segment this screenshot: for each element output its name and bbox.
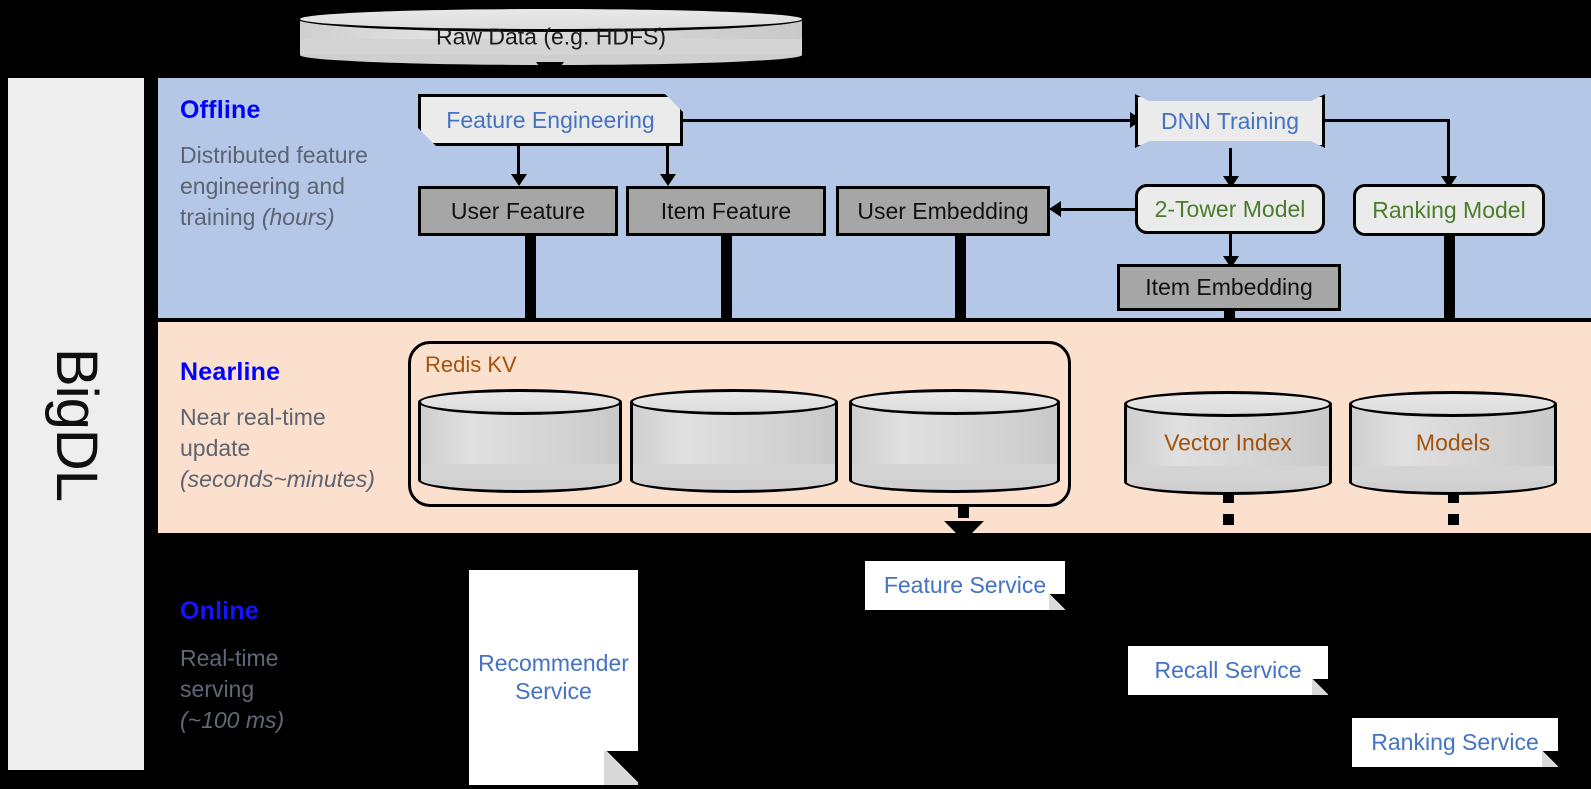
vector-index-label: Vector Index: [1164, 429, 1292, 456]
node-2-tower-model-label: 2-Tower Model: [1154, 195, 1306, 222]
node-item-embedding-label: Item Embedding: [1145, 274, 1313, 301]
node-user-feature-label: User Feature: [450, 197, 586, 224]
offline-desc-em: (hours): [261, 204, 335, 230]
nearline-desc-line2: update: [180, 435, 251, 461]
service-recall-label: Recall Service: [1154, 656, 1302, 683]
cylinder-seam: [421, 464, 619, 480]
nearline-desc-line1: Near real-time: [180, 404, 326, 430]
node-ranking-model[interactable]: Ranking Model: [1353, 184, 1545, 236]
dash-redis-featureservice-arrow: [944, 521, 984, 541]
service-feature-label: Feature Service: [883, 571, 1047, 598]
nearline-desc-em: (seconds~minutes): [180, 466, 375, 492]
pipe-userfeature-store: [525, 236, 536, 398]
online-description: Real-time serving (~100 ms): [180, 643, 410, 736]
cylinder-seam: [1127, 466, 1329, 482]
node-dnn-training[interactable]: DNN Training: [1135, 94, 1325, 148]
node-item-feature[interactable]: Item Feature: [626, 186, 826, 236]
online-desc-line1: Real-time: [180, 645, 279, 671]
nearline-title: Nearline: [180, 358, 281, 386]
redis-kv-container: [408, 341, 1071, 507]
service-recommender-label: Recommender Service: [478, 649, 629, 704]
online-title: Online: [180, 597, 259, 625]
offline-desc-line1: Distributed feature: [180, 142, 368, 168]
cylinder-seam: [300, 39, 802, 55]
cylinder-top: [418, 389, 622, 415]
edge-dnn-2tower: [1229, 148, 1232, 180]
node-user-feature[interactable]: User Feature: [418, 186, 618, 236]
dash-vectorindex-recall-1: [1223, 492, 1234, 503]
offline-desc-line2: engineering and: [180, 173, 345, 199]
page-fold-icon: [1049, 594, 1065, 610]
edge-fe-userfeature: [517, 146, 520, 178]
cylinder-seam: [852, 464, 1057, 480]
bigdl-label: BigDL: [8, 78, 144, 770]
cylinder-top: [1349, 391, 1557, 417]
node-item-embedding[interactable]: Item Embedding: [1117, 264, 1341, 311]
cylinder-seam: [1352, 466, 1554, 482]
models-label: Models: [1415, 429, 1491, 456]
raw-data-cylinder: Raw Data (e.g. HDFS): [297, 6, 805, 68]
edge-2tower-userembedding: [1060, 208, 1136, 211]
edge-dnn-ranking-v: [1447, 119, 1450, 181]
online-desc-line2: serving: [180, 676, 255, 702]
cylinder-top: [630, 389, 838, 415]
edge-rawdata-fe-arrow: [536, 62, 564, 80]
pipe-rankingmodel-models: [1444, 236, 1455, 398]
page-fold-icon: [1542, 751, 1558, 767]
page-fold-icon: [604, 751, 638, 785]
offline-title: Offline: [180, 96, 261, 124]
dash-redis-featureservice-1: [958, 507, 969, 518]
node-user-embedding-label: User Embedding: [857, 197, 1029, 224]
store-item-feature-cylinder[interactable]: [630, 389, 838, 493]
edge-dnn-ranking-h: [1325, 119, 1450, 122]
node-feature-engineering[interactable]: Feature Engineering: [418, 94, 683, 146]
edge-2tower-itemembedding: [1229, 234, 1232, 260]
node-2-tower-model[interactable]: 2-Tower Model: [1135, 184, 1325, 234]
cylinder-top: [297, 6, 805, 32]
page-fold-icon: [1312, 679, 1328, 695]
store-user-feature-cylinder[interactable]: [418, 389, 622, 493]
service-recommender[interactable]: Recommender Service: [469, 570, 638, 785]
edge-2tower-userembedding-arrow: [1049, 201, 1061, 217]
offline-desc-line3: training: [180, 204, 262, 230]
node-ranking-model-label: Ranking Model: [1372, 196, 1526, 223]
edge-fe-userfeature-arrow: [511, 174, 527, 186]
service-ranking-label: Ranking Service: [1371, 728, 1539, 755]
cylinder-top: [1124, 391, 1332, 417]
node-dnn-training-label: DNN Training: [1160, 107, 1300, 134]
edge-fe-itemfeature: [666, 146, 669, 178]
node-user-embedding[interactable]: User Embedding: [836, 186, 1050, 236]
edge-fe-itemfeature-arrow: [660, 174, 676, 186]
node-item-feature-label: Item Feature: [660, 197, 792, 224]
online-desc-em: (~100 ms): [180, 707, 285, 733]
dash-models-ranking-2: [1448, 514, 1459, 525]
dash-vectorindex-recall-2: [1223, 514, 1234, 525]
pipe-userembedding-store: [955, 236, 966, 398]
vector-index-cylinder[interactable]: Vector Index: [1124, 391, 1332, 495]
service-recall[interactable]: Recall Service: [1128, 646, 1328, 695]
raw-data-label: Raw Data (e.g. HDFS): [435, 23, 667, 50]
cylinder-top: [849, 389, 1060, 415]
service-feature[interactable]: Feature Service: [865, 561, 1065, 610]
pipe-itemfeature-store: [721, 236, 732, 398]
dash-models-ranking-1: [1448, 492, 1459, 503]
store-user-embedding-cylinder[interactable]: [849, 389, 1060, 493]
bigdl-rail: [8, 78, 144, 770]
bigdl-label-text: BigDL: [43, 347, 109, 501]
models-cylinder[interactable]: Models: [1349, 391, 1557, 495]
cylinder-seam: [633, 464, 835, 480]
edge-fe-dnn: [683, 119, 1134, 122]
offline-description: Distributed feature engineering and trai…: [180, 140, 400, 233]
node-feature-engineering-label: Feature Engineering: [446, 106, 655, 133]
redis-kv-label: Redis KV: [425, 352, 517, 377]
service-ranking[interactable]: Ranking Service: [1352, 718, 1558, 767]
nearline-description: Near real-time update (seconds~minutes): [180, 402, 430, 495]
